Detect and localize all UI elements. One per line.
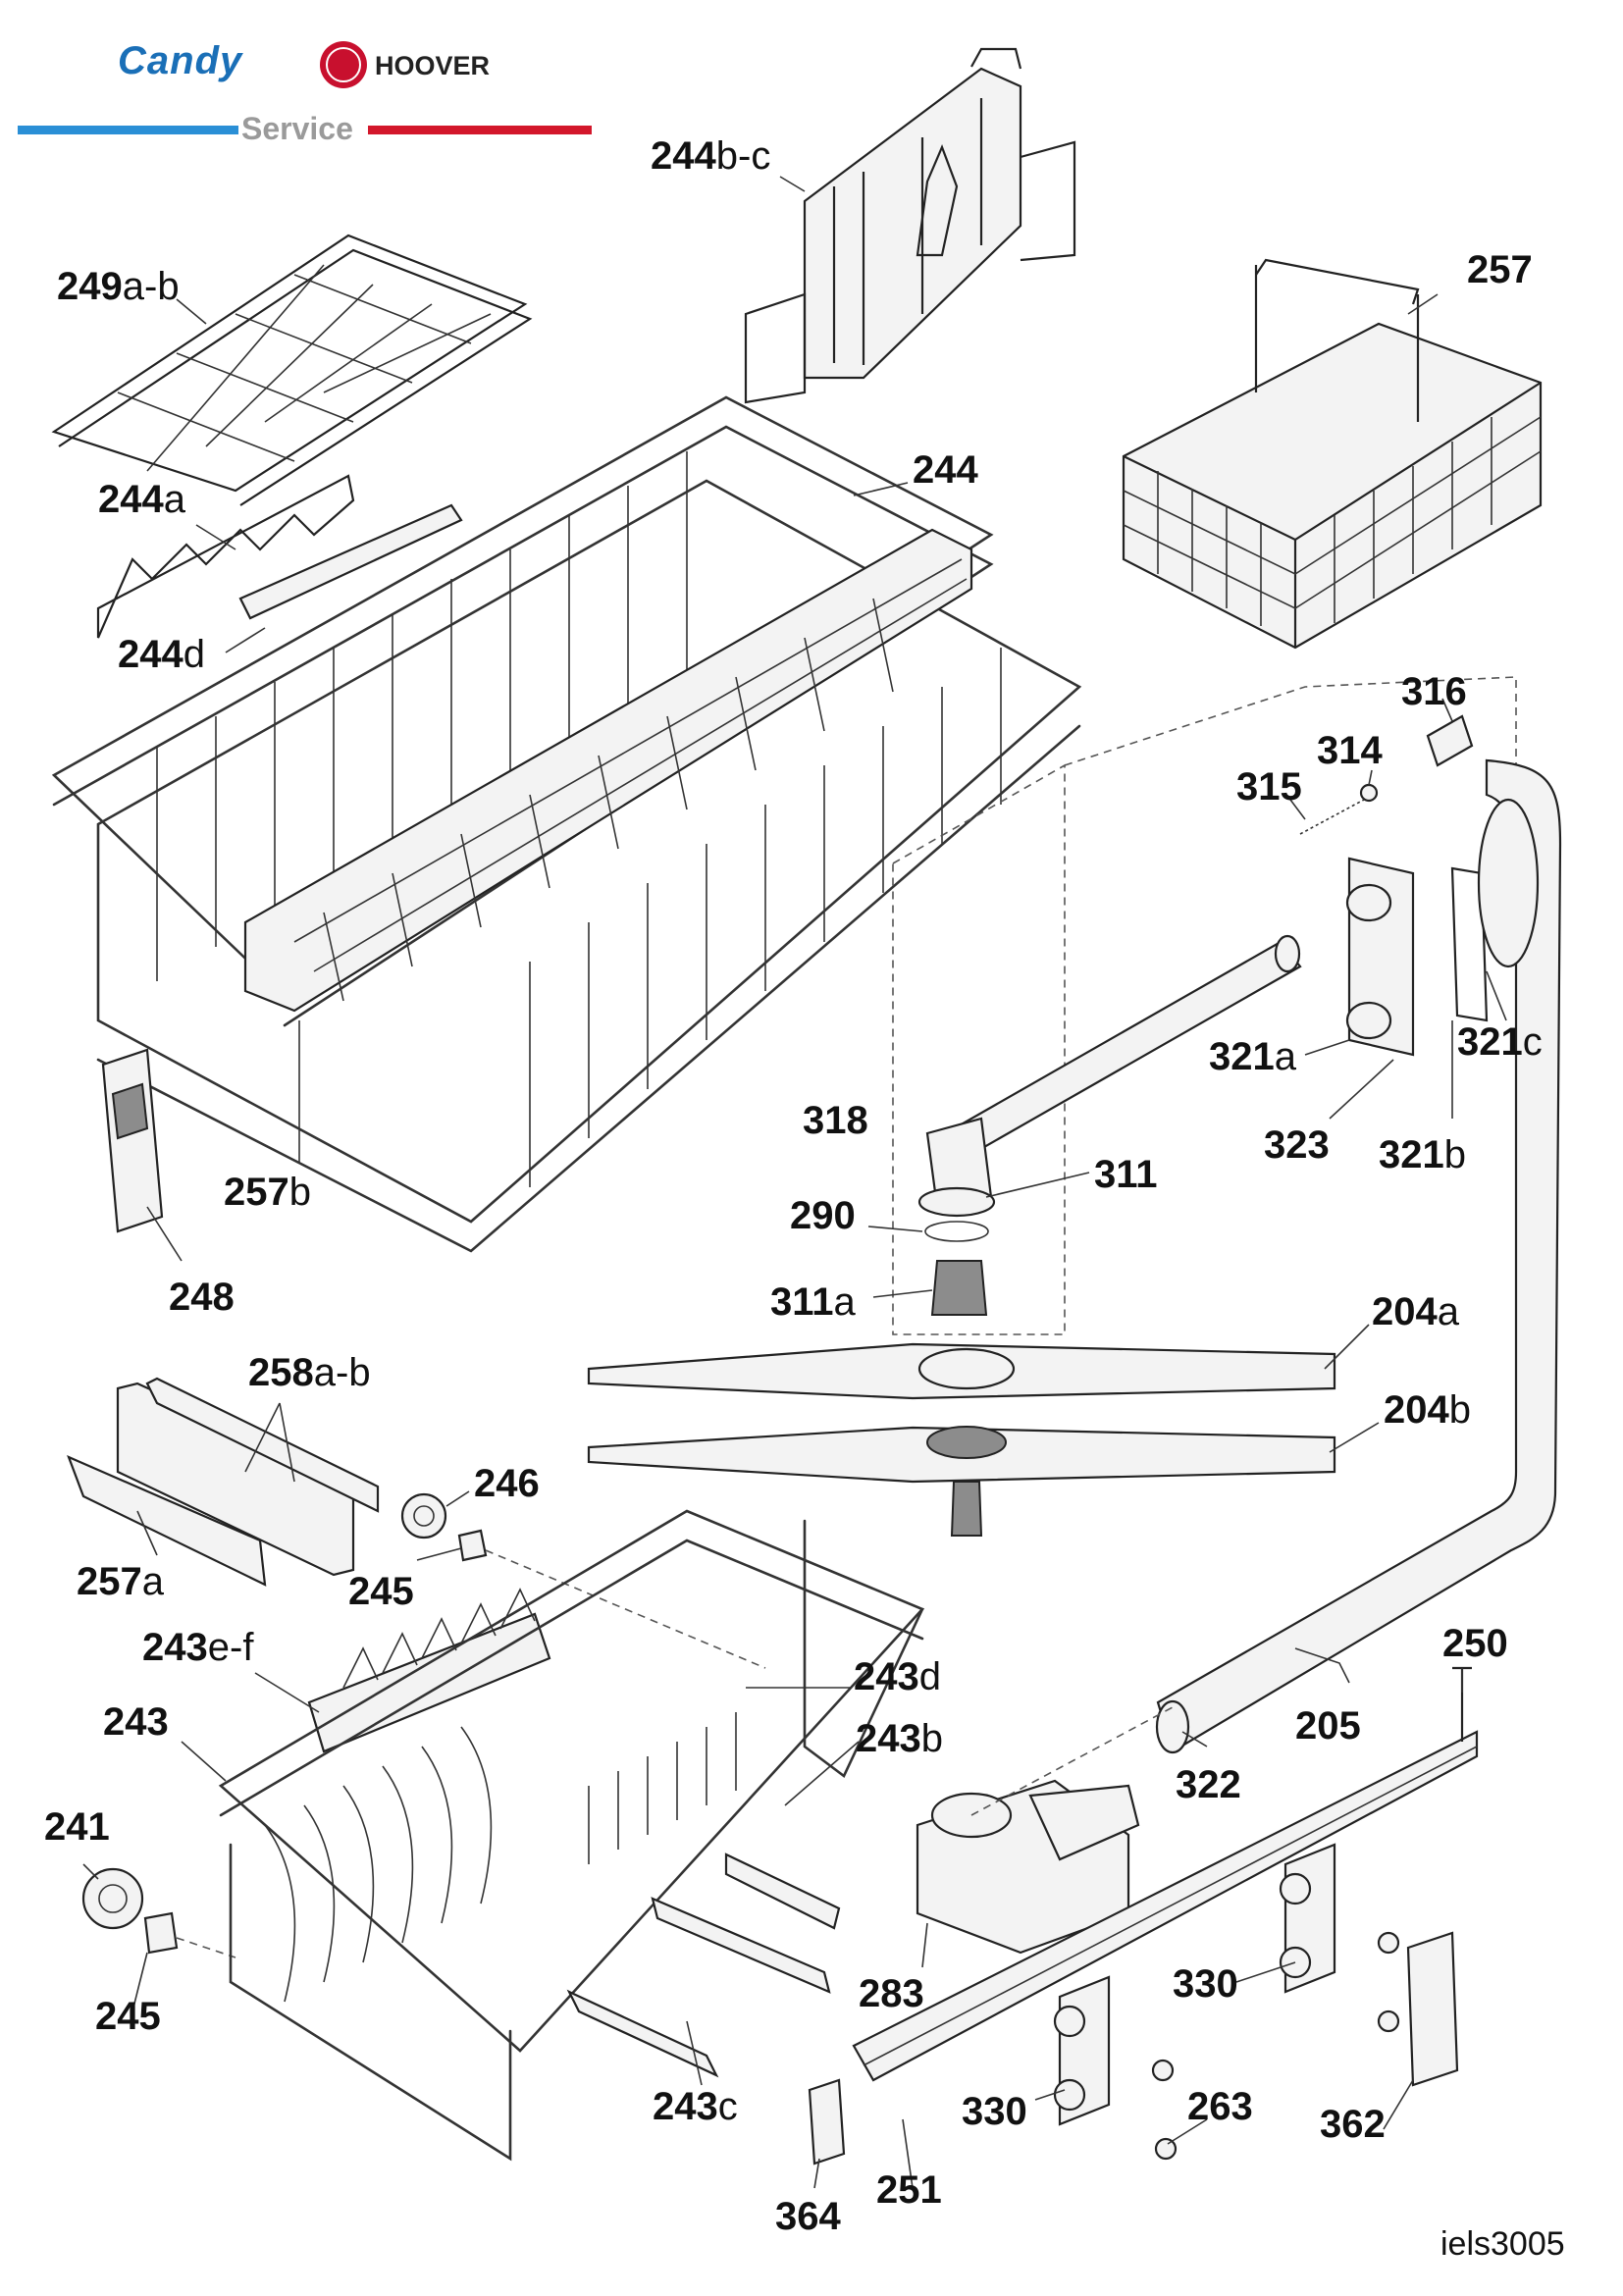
part-label-311: 311 <box>1094 1153 1158 1196</box>
part-label-246: 246 <box>474 1462 540 1505</box>
part-label-250: 250 <box>1442 1622 1508 1665</box>
candy-logo: Candy <box>118 39 243 82</box>
part-label-257: 257 <box>1467 248 1533 291</box>
part-label-330-top: 330 <box>1173 1962 1238 2006</box>
cutlery-basket-illustration <box>1122 258 1543 650</box>
part-labels: 244b-c 249a-b 257 244 244a 244d 316 314 … <box>44 134 1543 2238</box>
part-label-245-bottom: 245 <box>95 1995 161 2038</box>
part-label-323: 323 <box>1264 1123 1330 1167</box>
part-label-362: 362 <box>1320 2103 1386 2146</box>
part-label-316: 316 <box>1401 670 1467 713</box>
part-label-364: 364 <box>775 2195 841 2238</box>
hoover-badge-icon <box>320 41 367 88</box>
part-label-318: 318 <box>803 1099 868 1142</box>
part-label-245-top: 245 <box>348 1570 414 1613</box>
part-label-244d: 244d <box>118 633 205 676</box>
part-label-243: 243 <box>103 1700 169 1744</box>
upper-basket-illustration <box>51 395 1082 1253</box>
part-label-257a: 257a <box>77 1560 165 1603</box>
part-label-205: 205 <box>1295 1704 1361 1748</box>
part-label-321b: 321b <box>1379 1133 1466 1176</box>
part-label-257b: 257b <box>224 1171 311 1214</box>
part-label-321a: 321a <box>1209 1035 1297 1078</box>
leader-lines <box>82 176 1507 2189</box>
brand-header: Candy HOOVER Service <box>18 39 592 146</box>
part-label-290: 290 <box>790 1194 856 1237</box>
rack-clip-illustration <box>101 1048 164 1233</box>
part-label-249a-b: 249a-b <box>57 265 180 308</box>
part-label-311a: 311a <box>770 1280 857 1324</box>
cup-shelf-illustration <box>51 234 533 506</box>
part-label-314: 314 <box>1317 729 1383 772</box>
divider-panel-illustration <box>744 47 1076 404</box>
part-label-204b: 204b <box>1384 1388 1471 1432</box>
rack-support-illustration <box>96 474 463 639</box>
part-label-244a: 244a <box>98 478 186 521</box>
part-label-251: 251 <box>876 2168 942 2212</box>
part-label-241: 241 <box>44 1805 110 1849</box>
part-label-315: 315 <box>1236 765 1302 809</box>
part-label-258a-b: 258a-b <box>248 1351 371 1394</box>
part-label-321c: 321c <box>1457 1020 1543 1064</box>
part-label-244b-c: 244b-c <box>651 134 770 178</box>
service-wordmark: Service <box>241 111 353 146</box>
part-label-204a: 204a <box>1372 1290 1460 1333</box>
hoover-logo: HOOVER <box>375 51 490 80</box>
drawing-lower-rack <box>67 1377 925 2162</box>
part-label-243e-f: 243e-f <box>142 1626 254 1669</box>
part-label-330-bottom: 330 <box>962 2090 1027 2133</box>
drawing-upper <box>51 47 1543 1253</box>
part-label-243c: 243c <box>653 2085 738 2128</box>
part-label-283: 283 <box>859 1972 924 2015</box>
part-label-322: 322 <box>1176 1763 1241 1806</box>
drawing-spray-system <box>587 676 1562 2166</box>
document-code: iels3005 <box>1440 2225 1565 2263</box>
part-label-243b: 243b <box>856 1717 943 1760</box>
part-label-243d: 243d <box>854 1655 941 1698</box>
brand-bar-red <box>368 126 592 134</box>
part-label-248: 248 <box>169 1276 235 1319</box>
part-label-263: 263 <box>1187 2085 1253 2128</box>
brand-bar-blue <box>18 126 238 134</box>
part-label-244: 244 <box>913 448 978 492</box>
